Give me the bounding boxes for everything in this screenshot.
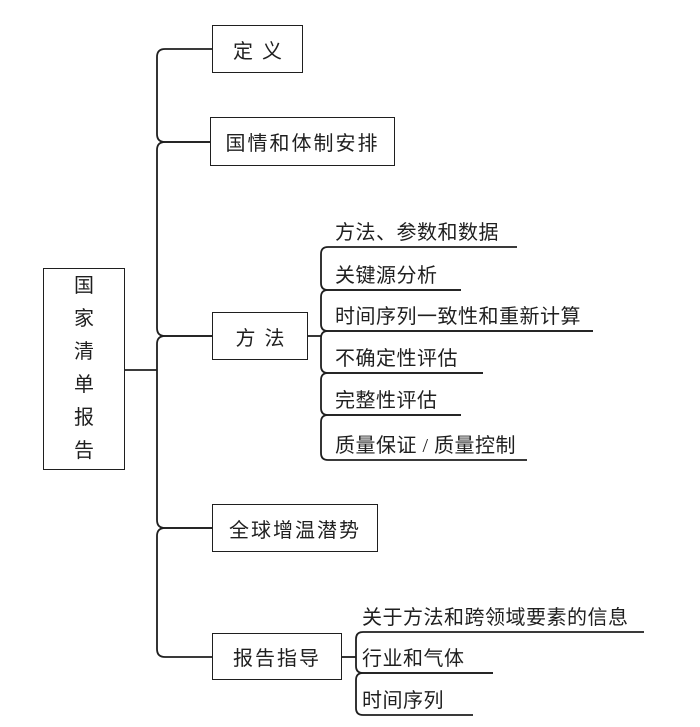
leaf-methods-parameters-data: 方法、参数和数据 xyxy=(335,222,499,244)
node-methods: 方法 xyxy=(212,312,308,360)
node-definitions-label: 定义 xyxy=(233,40,291,63)
spine-cell-4 xyxy=(156,527,212,658)
node-global-warming-potential: 全球增温潜势 xyxy=(212,504,378,552)
node-national-inventory-report-label: 国家清单报告 xyxy=(74,275,94,462)
spine-cell-2 xyxy=(156,141,212,337)
node-methods-label: 方法 xyxy=(235,327,294,350)
leaf-completeness-assessment: 完整性评估 xyxy=(335,390,438,412)
methods-cell-5 xyxy=(320,414,527,461)
spine-cell-3 xyxy=(156,335,212,529)
spine-cell-1 xyxy=(156,48,212,143)
leaf-methods-crosscutting-info: 关于方法和跨领域要素的信息 xyxy=(362,607,629,629)
leaf-uncertainty-assessment: 不确定性评估 xyxy=(335,348,458,370)
node-reporting-guidance: 报告指导 xyxy=(212,633,342,680)
leaf-qa-qc: 质量保证 / 质量控制 xyxy=(335,435,517,457)
guidance-cell-2 xyxy=(355,672,493,716)
leaf-sectors-and-gases: 行业和气体 xyxy=(362,648,465,670)
node-definitions: 定义 xyxy=(212,25,303,73)
leaf-time-series: 时间序列 xyxy=(362,690,444,712)
leaf-time-series-consistency: 时间序列一致性和重新计算 xyxy=(335,306,581,328)
node-national-inventory-report: 国家清单报告 xyxy=(43,268,125,470)
leaf-key-source-analysis: 关键源分析 xyxy=(335,265,438,287)
node-global-warming-potential-label: 全球增温潜势 xyxy=(229,519,361,542)
node-national-circumstances: 国情和体制安排 xyxy=(210,117,395,166)
node-reporting-guidance-label: 报告指导 xyxy=(233,648,321,670)
node-national-circumstances-label: 国情和体制安排 xyxy=(225,133,380,155)
